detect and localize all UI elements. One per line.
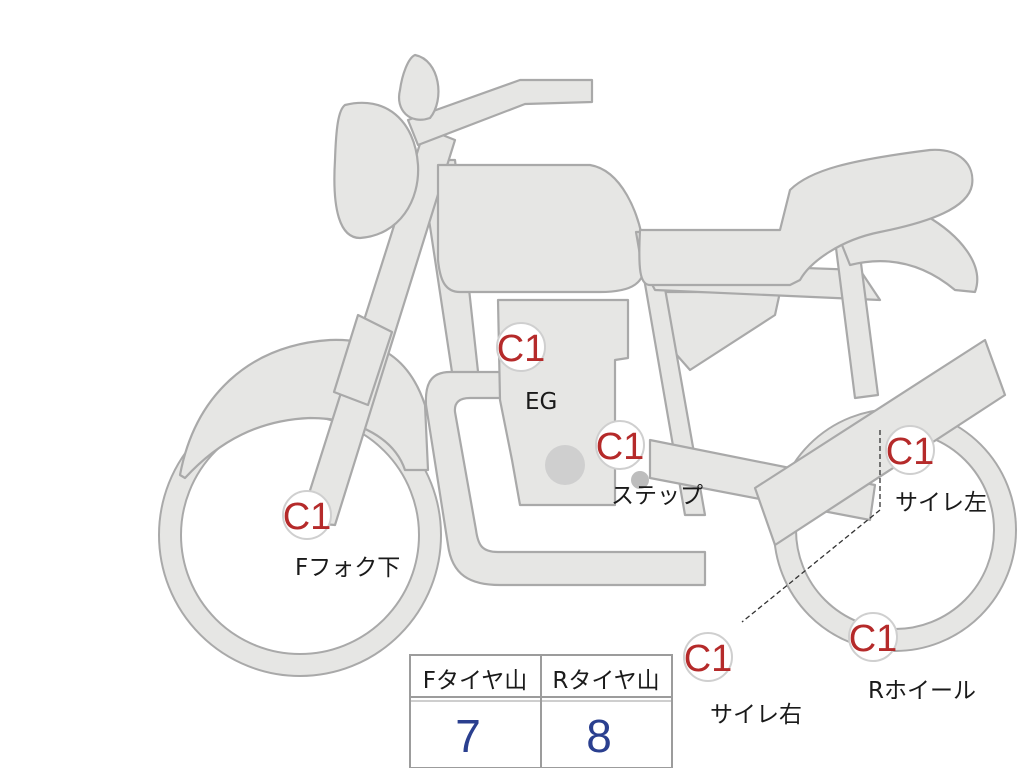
leader-line bbox=[741, 430, 881, 623]
checkpoint-step-badge: C1 bbox=[595, 420, 645, 470]
checkpoint-muffler-left-label: サイレ左 bbox=[895, 490, 987, 516]
footpeg-left bbox=[631, 471, 649, 489]
rear-tire-header: Rタイヤ山 bbox=[552, 668, 659, 694]
seat bbox=[638, 148, 974, 287]
front-tire-header: Fタイヤ山 bbox=[423, 668, 528, 694]
fork-boot bbox=[332, 313, 394, 407]
checkpoint-muffler-right-label: サイレ右 bbox=[710, 702, 802, 728]
engine-cover bbox=[545, 445, 585, 485]
side-cover bbox=[663, 290, 782, 372]
headlight bbox=[333, 101, 420, 240]
front-tire-value: 7 bbox=[455, 710, 481, 762]
svg-text:C1: C1 bbox=[849, 618, 898, 660]
svg-text:C1: C1 bbox=[684, 638, 733, 680]
checkpoint-engine-badge: C1 bbox=[496, 322, 546, 372]
checkpoint-step-label: ステップ bbox=[611, 483, 703, 509]
checkpoint-engine-label: EG bbox=[525, 389, 557, 415]
checkpoint-muffler-left-badge: C1 bbox=[885, 425, 935, 475]
svg-text:C1: C1 bbox=[283, 496, 332, 538]
svg-text:C1: C1 bbox=[596, 426, 645, 468]
checkpoint-rear-wheel-badge: C1 bbox=[848, 612, 898, 662]
handlebar bbox=[406, 78, 594, 147]
mirror bbox=[397, 53, 440, 121]
checkpoint-fork-label: Fフォク下 bbox=[295, 555, 400, 581]
checkpoint-muffler-right-badge: C1 bbox=[683, 632, 733, 682]
exhaust-pipe bbox=[424, 370, 707, 587]
checkpoint-rear-wheel-label: Rホイール bbox=[868, 678, 976, 704]
rear-tire-value: 8 bbox=[586, 710, 612, 762]
tire-tread-table: Fタイヤ山 Rタイヤ山 7 8 bbox=[409, 654, 673, 768]
fuel-tank bbox=[436, 163, 647, 294]
checkpoint-fork-badge: C1 bbox=[282, 490, 332, 540]
svg-text:C1: C1 bbox=[886, 431, 935, 473]
svg-text:C1: C1 bbox=[497, 328, 546, 370]
